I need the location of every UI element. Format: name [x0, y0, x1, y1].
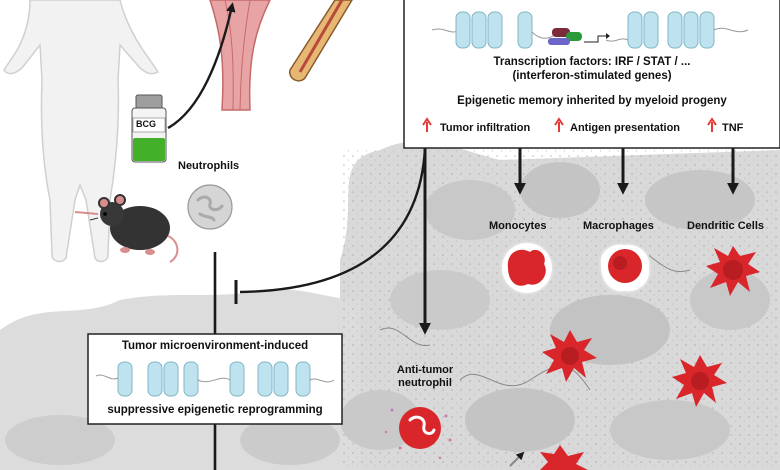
dendritic-cell-3: [672, 355, 727, 407]
bcg-label: BCG: [136, 119, 156, 129]
macrophages-label: Macrophages: [583, 220, 654, 232]
antitumor-label-line2: neutrophil: [398, 377, 452, 389]
bcg-to-bladder-arrow: [167, 2, 236, 130]
bcg-vial: [131, 94, 167, 163]
monocytes-label: Monocytes: [489, 220, 547, 232]
tnf-up-icon: [707, 117, 717, 132]
effect-tnf: TNF: [722, 122, 744, 134]
dendritic-cell-4: [540, 445, 588, 470]
human-figure: [3, 0, 160, 263]
tme-label-line2: suppressive epigenetic reprogramming: [107, 404, 323, 416]
neutrophils-label: Neutrophils: [178, 160, 240, 172]
tf-label-line1: Transcription factors: IRF / STAT / ...: [493, 56, 691, 68]
tf-label-line2: (interferon-stimulated genes): [512, 70, 672, 82]
dendritic-cell: [706, 246, 760, 296]
catheter-tube: [289, 0, 353, 82]
effect-antigen-presentation: Antigen presentation: [570, 122, 681, 134]
bladder-tissue: [209, 0, 271, 111]
dendritic-label: Dendritic Cells: [687, 220, 765, 232]
mouse-illustration: [74, 194, 179, 263]
closed-chromatin-diagram: [95, 361, 335, 397]
macrophage-cell: [598, 242, 652, 294]
inhibition-arrow: [239, 147, 427, 294]
memory-label: Epigenetic memory inherited by myeloid p…: [457, 95, 727, 107]
dendritic-cell-2: [542, 330, 597, 382]
small-pointer-arrow: [509, 451, 525, 467]
tumor-infiltration-up-icon: [422, 117, 432, 132]
monocyte-cell: [500, 241, 554, 295]
effect-tumor-infiltration: Tumor infiltration: [440, 122, 531, 134]
neutrophil-cell: [187, 184, 233, 230]
antitumor-neutrophil-cell: [384, 407, 452, 460]
antigen-presentation-up-icon: [554, 117, 564, 132]
open-chromatin-diagram: [431, 11, 749, 49]
antitumor-label-line1: Anti-tumor: [396, 364, 454, 376]
tme-label-line1: Tumor microenvironment-induced: [121, 340, 309, 352]
